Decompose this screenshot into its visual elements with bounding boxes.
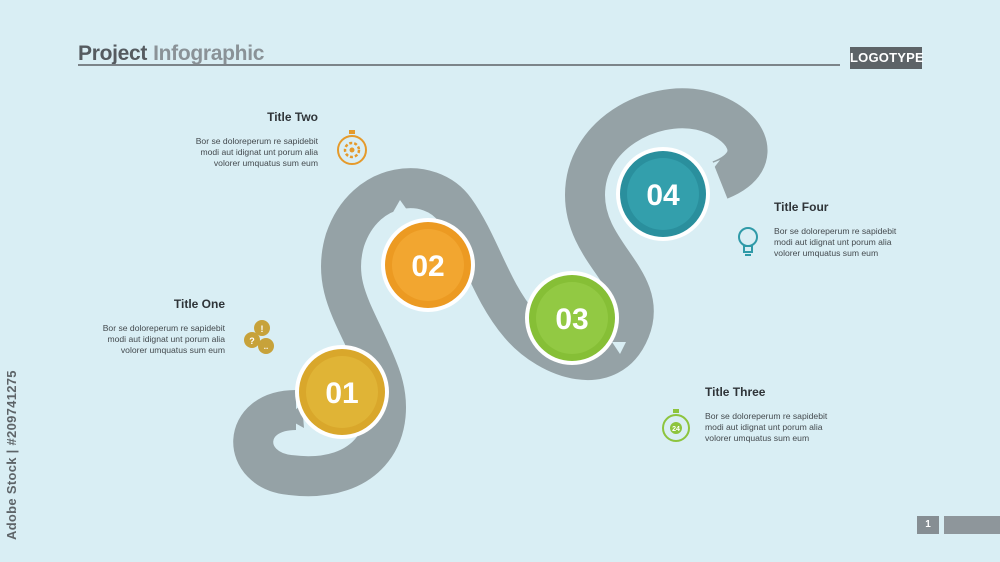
- step-text-two: Bor se doloreperum re sapidebit modi aut…: [195, 136, 318, 168]
- chat-bubbles-icon: ! ? ..: [244, 320, 274, 354]
- svg-text:!: !: [261, 324, 264, 334]
- step-block-two: Title Two Bor se doloreperum re sapidebi…: [180, 110, 318, 169]
- lightbulb-icon: [738, 227, 758, 256]
- logotype-badge: LOGOTYPE: [850, 47, 924, 69]
- step-number-02: 02: [411, 250, 444, 283]
- header-divider: [78, 64, 840, 66]
- winding-path: [233, 88, 768, 497]
- step-block-four: Title Four Bor se doloreperum re sapideb…: [774, 200, 912, 259]
- step-block-one: Title One Bor se doloreperum re sapidebi…: [87, 297, 225, 356]
- step-circle-01: 01: [295, 345, 389, 439]
- arrow-down-3: [612, 342, 626, 354]
- step-title-two: Title Two: [267, 110, 318, 124]
- step-title-one: Title One: [173, 297, 225, 311]
- step-title-three: Title Three: [705, 385, 766, 399]
- svg-text:?: ?: [249, 336, 255, 346]
- step-title-four: Title Four: [774, 200, 829, 214]
- step-number-04: 04: [646, 179, 680, 212]
- step-circle-04: 04: [616, 147, 710, 241]
- step-text-three: Bor se doloreperum re sapidebit modi aut…: [705, 411, 828, 443]
- page-bar: [944, 516, 1000, 534]
- svg-text:24: 24: [672, 426, 680, 433]
- step-circle-03: 03: [525, 271, 619, 365]
- step-block-three: Title Three Bor se doloreperum re sapide…: [705, 385, 843, 444]
- step-text-one: Bor se doloreperum re sapidebit modi aut…: [102, 323, 225, 355]
- step-circle-02: 02: [381, 218, 475, 312]
- page-title-accent: Infographic: [153, 42, 265, 65]
- side-watermark: Adobe Stock | #209741275: [4, 370, 19, 540]
- clock-24-icon: 24: [662, 409, 690, 442]
- page-title-main: Project: [78, 42, 148, 65]
- arrow-right-4: [705, 160, 720, 178]
- step-number-01: 01: [325, 377, 358, 410]
- step-number-03: 03: [555, 303, 588, 336]
- arrow-up-2: [392, 200, 410, 214]
- stopwatch-gear-icon: [337, 130, 367, 165]
- page-number: 1: [917, 516, 939, 534]
- step-text-four: Bor se doloreperum re sapidebit modi aut…: [774, 226, 897, 258]
- svg-text:..: ..: [264, 342, 268, 351]
